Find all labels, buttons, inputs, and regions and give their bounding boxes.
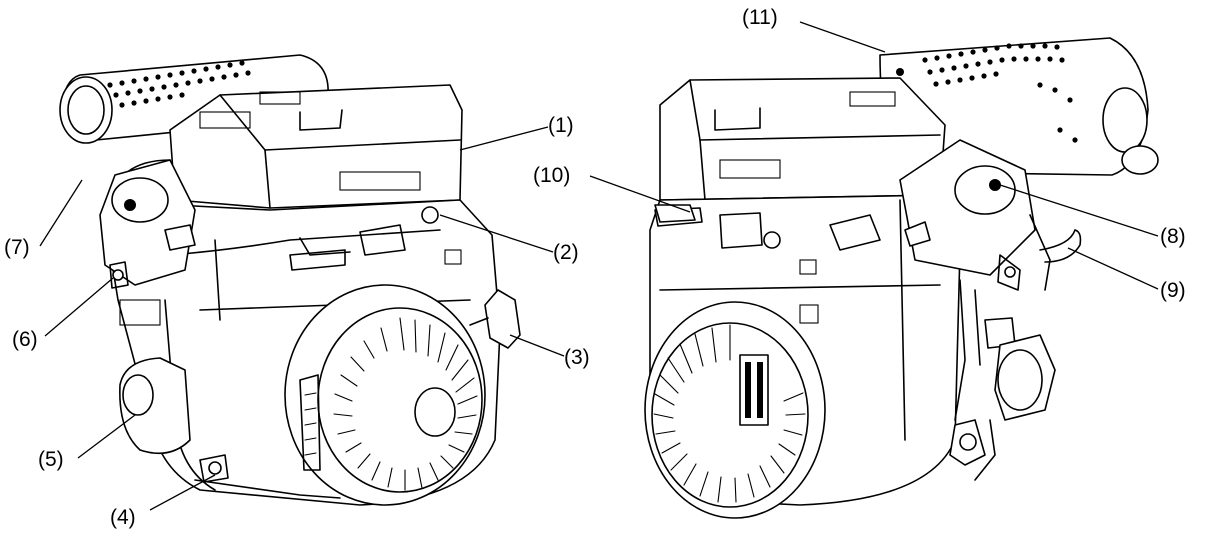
exhaust-pipe-left: [119, 357, 191, 455]
callout-5: (5): [38, 448, 64, 471]
control-lever-left: [469, 289, 521, 349]
callout-3: (3): [564, 346, 590, 369]
callout-6: (6): [12, 328, 38, 351]
leader-5: [77, 414, 136, 459]
choke-wire-right: [1039, 229, 1082, 263]
recoil-starter-left: [284, 284, 486, 506]
leader-9: [1067, 247, 1159, 290]
cylinder-head-left: [99, 159, 196, 289]
leader-10: [589, 175, 691, 213]
air-cleaner-left: [169, 84, 463, 209]
drain-plug-left: [194, 454, 341, 499]
leader-3: [509, 334, 565, 357]
callout-11: (11): [742, 6, 778, 29]
callout-2: (2): [553, 241, 579, 264]
leader-2: [439, 214, 554, 253]
leader-1: [459, 126, 549, 151]
engine-view-left: [59, 54, 521, 506]
leader-4: [149, 474, 216, 511]
callout-9: (9): [1160, 279, 1186, 302]
leader-lines: [39, 21, 1159, 511]
recoil-starter-right: [644, 301, 826, 519]
leader-11: [799, 21, 886, 53]
air-cleaner-right: [659, 77, 946, 201]
callout-8: (8): [1160, 225, 1186, 248]
cylinder-head-right: [899, 139, 1056, 481]
leader-8: [999, 184, 1159, 237]
callout-4: (4): [110, 506, 136, 529]
callout-labels: (1) (2) (3) (4) (5) (6) (7) (8) (9) (10)…: [4, 6, 1186, 529]
leader-6: [44, 277, 114, 337]
leader-7: [39, 179, 83, 247]
callout-10: (10): [533, 164, 570, 187]
engine-view-right: [644, 37, 1159, 519]
lever-right: [654, 204, 696, 223]
callout-7: (7): [4, 236, 30, 259]
callout-1: (1): [548, 114, 574, 137]
muffler-right: [879, 37, 1159, 176]
